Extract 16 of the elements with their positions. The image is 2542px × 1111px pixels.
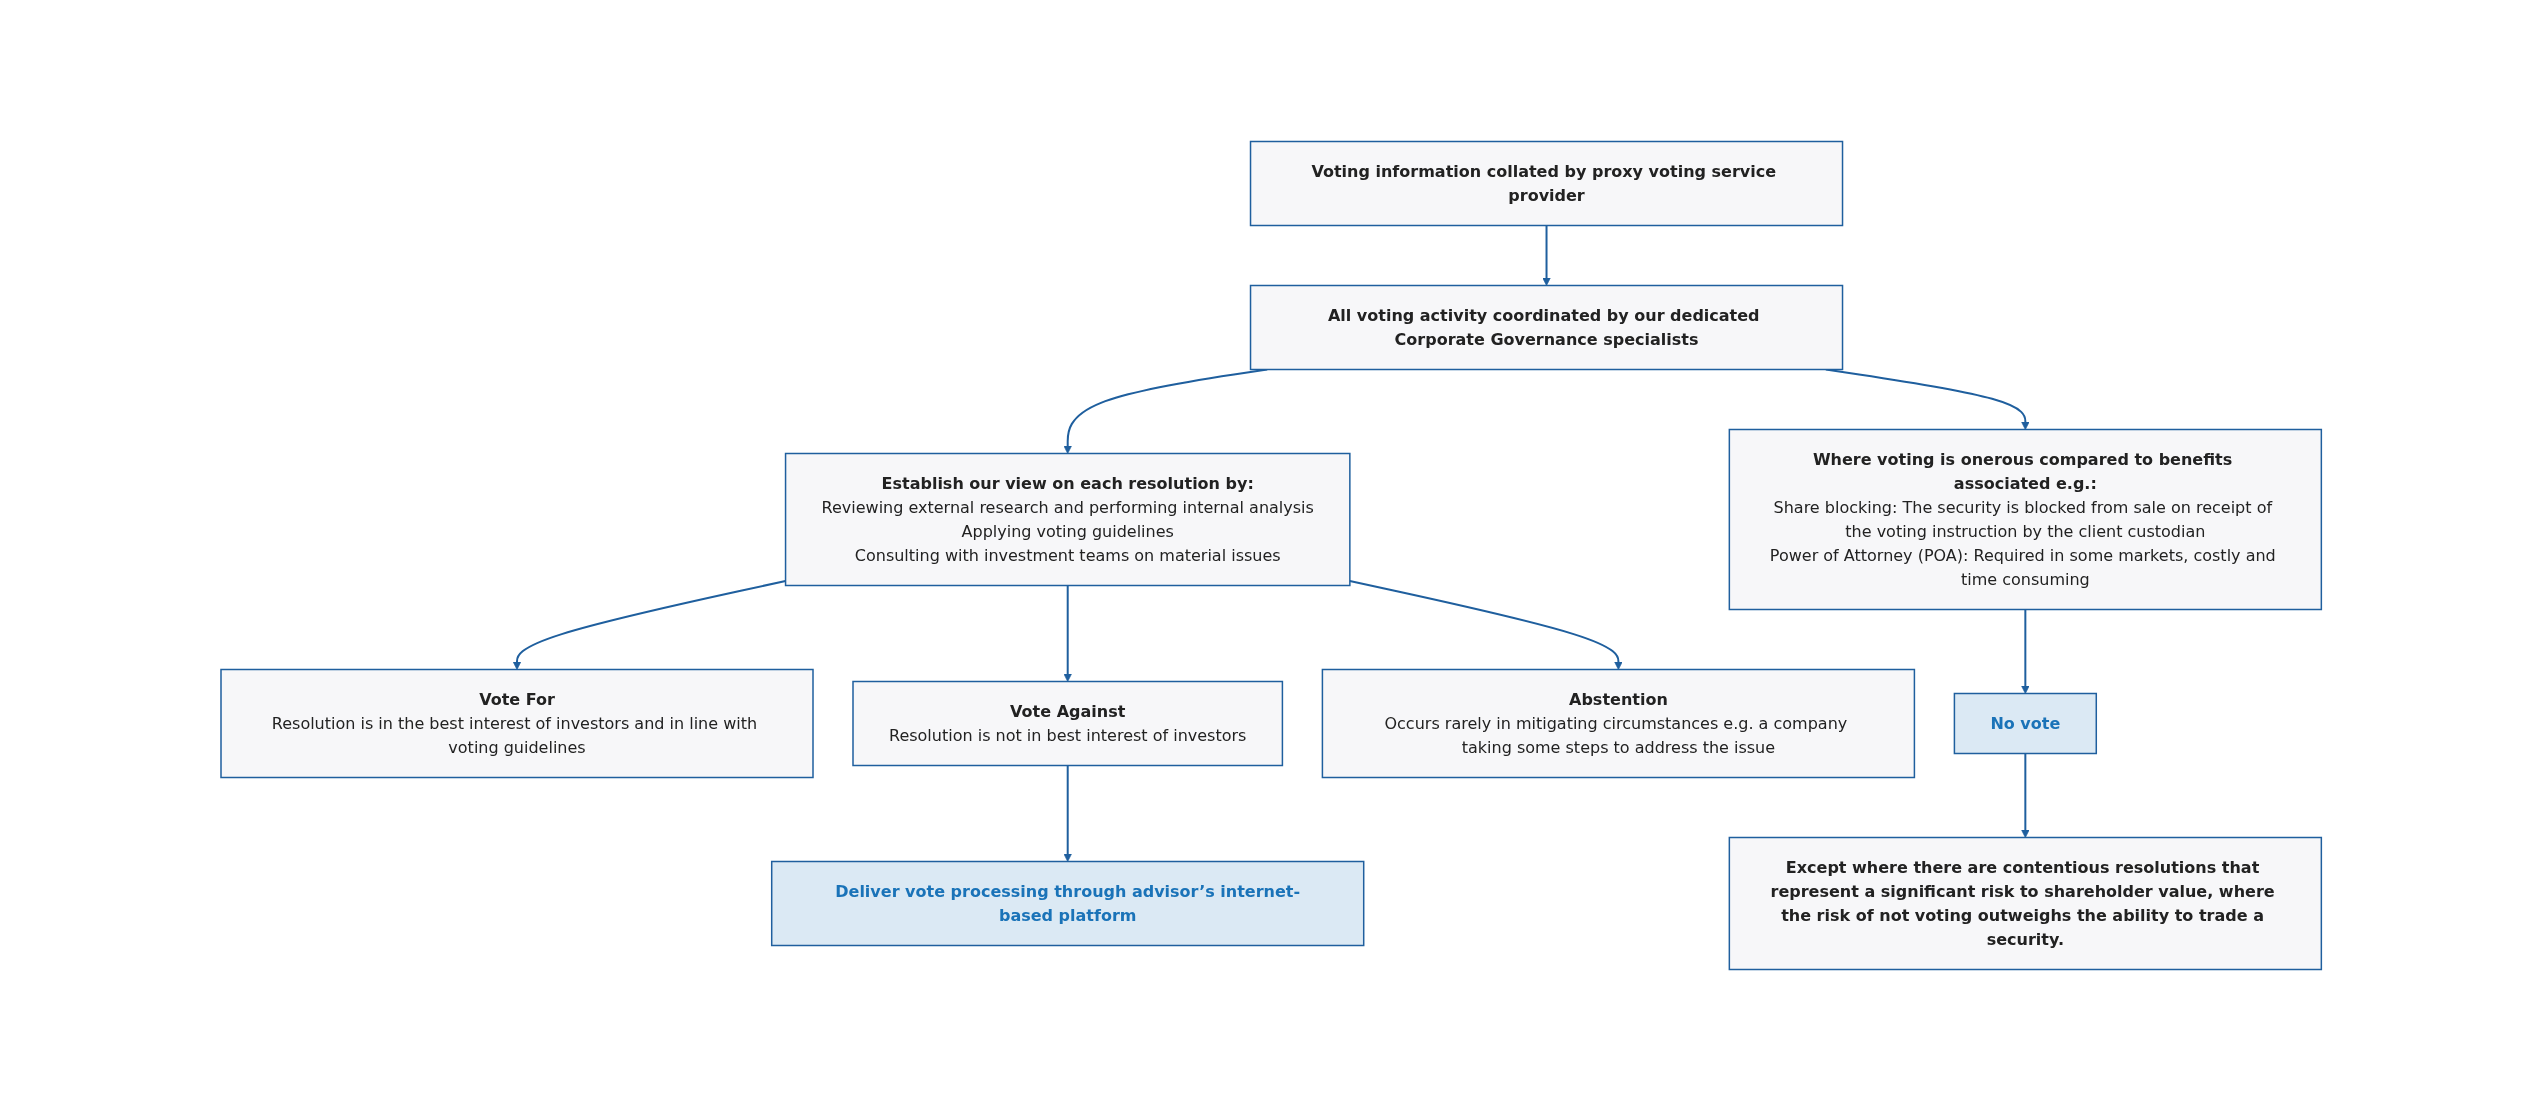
node-box: Voting information collated by proxy voting service provider	[1249, 140, 1844, 227]
node-box: Deliver vote processing through advisor’s internet-based platform	[770, 860, 1365, 947]
arrow	[2020, 752, 2030, 838]
arrow	[1348, 580, 1623, 670]
node-box: No vote	[1953, 692, 2097, 755]
arrow	[1063, 764, 1072, 862]
arrow	[2020, 608, 2030, 694]
node-box: Abstention Occurs rarely in mitigating circumstances e.g. a company taking some steps to address the issue	[1321, 668, 1915, 779]
node-box: All voting activity coordinated by our dedicated Corporate Governance specialists	[1249, 284, 1844, 371]
arrow	[1063, 584, 1072, 682]
node-box: Vote For Resolution is in the best interest of investors and in line with voting guidelines	[220, 668, 814, 779]
node-box: Establish our view on each resolution by: Reviewing external research and performing internal analysis Applying voting guidelines Consulting with investment teams on material issues	[784, 452, 1351, 587]
node-box: Where voting is onerous compared to benefits associated e.g.: Share blocking: The security is blocked from sale on receipt of the voting instruction by the client custodian Power of Attorney (POA): Required in some markets, costly and time consuming	[1728, 428, 2322, 611]
arrow	[1541, 224, 1551, 286]
node-box: Except where there are contentious resolutions that represent a significant risk to shareholder value, where the risk of not voting outweighs the ability to trade a security.	[1728, 836, 2322, 971]
node-box: Vote Against Resolution is not in best interest of investors	[852, 680, 1283, 767]
